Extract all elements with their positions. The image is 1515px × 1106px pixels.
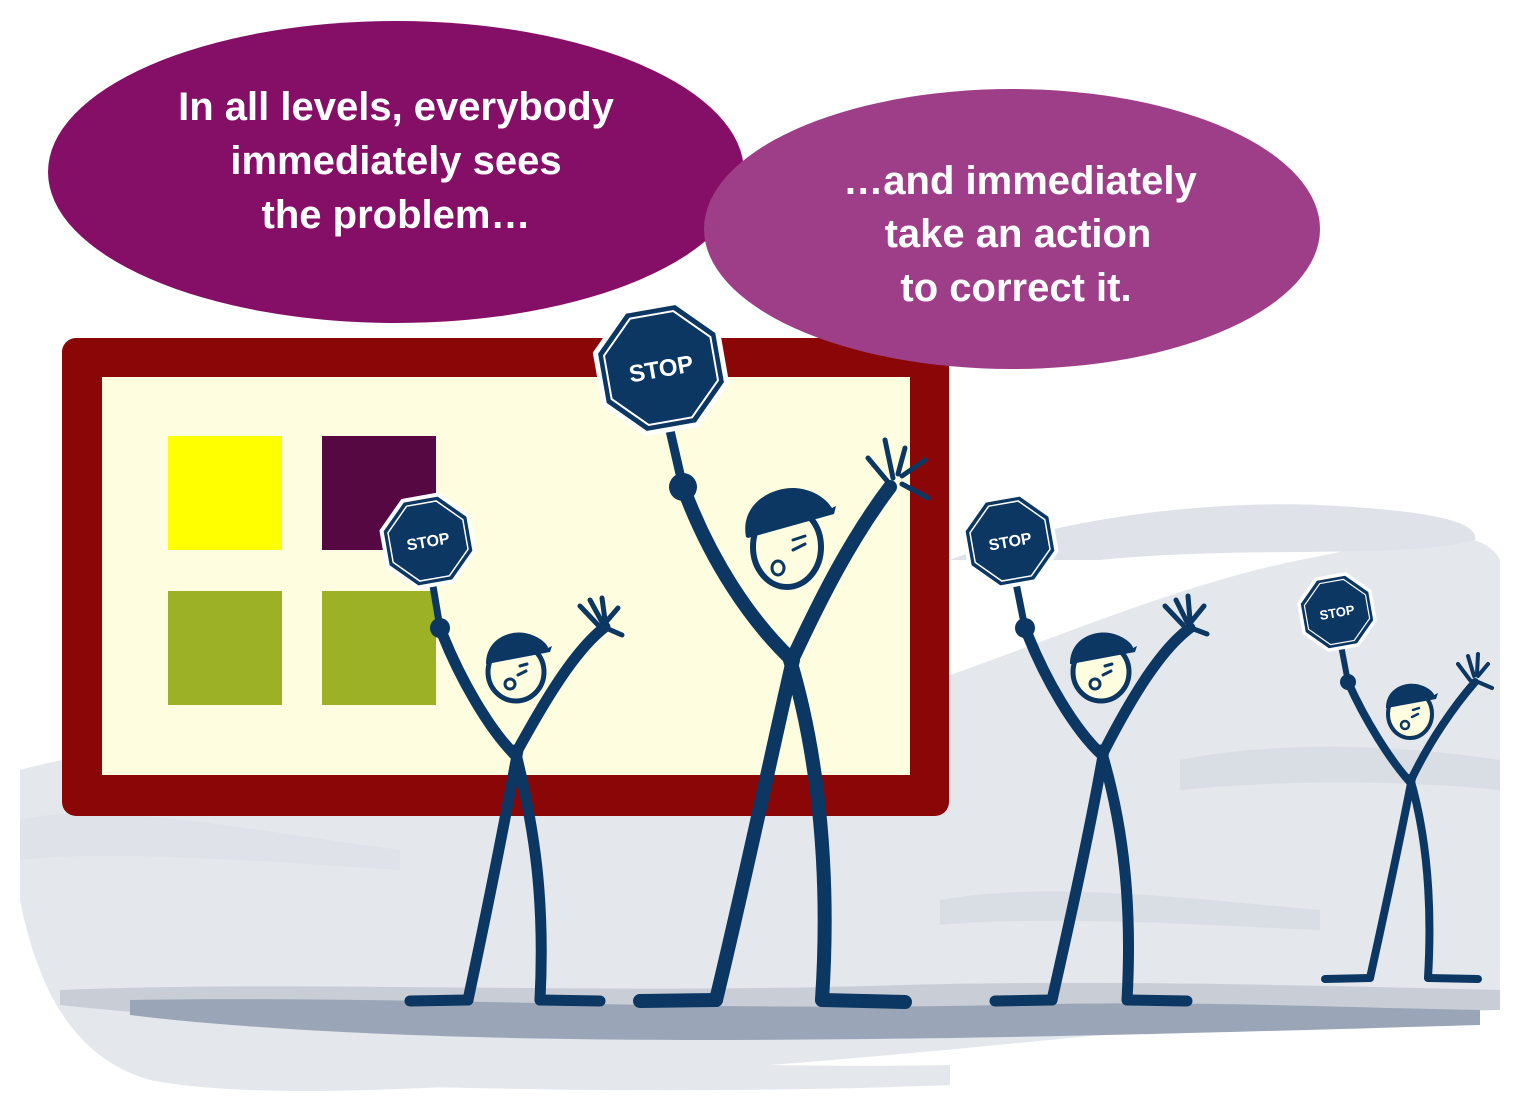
stick-figure-3 — [989, 574, 1210, 1007]
figure-3-hand — [1015, 618, 1035, 638]
speech-bubble-right: …and immediately take an action to corre… — [704, 89, 1320, 369]
board-square-green — [322, 591, 436, 705]
figure-1-hand — [430, 618, 450, 638]
stop-sign-2: STOP — [592, 299, 730, 437]
stick-figure-2 — [633, 395, 931, 1009]
stick-figure-1 — [404, 564, 625, 1007]
stop-sign-3: STOP — [961, 492, 1059, 590]
bubble-right-line-1: …and immediately — [843, 159, 1197, 203]
bubble-right-line-3: to correct it. — [900, 266, 1131, 310]
stop-sign-4-label: STOP — [1318, 602, 1356, 623]
speech-bubble-left: In all levels, everybody immediately see… — [48, 21, 744, 323]
stop-sign-4: STOP — [1297, 572, 1377, 652]
bubble-left-line-2: immediately sees — [230, 139, 561, 183]
bubble-left-line-1: In all levels, everybody — [178, 85, 615, 129]
figure-2-hand — [669, 473, 697, 501]
board-square-yellow — [168, 436, 282, 550]
bubble-left-line-3: the problem… — [262, 193, 531, 237]
stop-sign-1: STOP — [379, 492, 477, 590]
visual-board — [62, 338, 949, 816]
figure-4-hand — [1340, 674, 1356, 690]
bubble-right-line-2: take an action — [885, 212, 1152, 256]
board-square-green — [168, 591, 282, 705]
stick-figure-4 — [1321, 637, 1494, 983]
